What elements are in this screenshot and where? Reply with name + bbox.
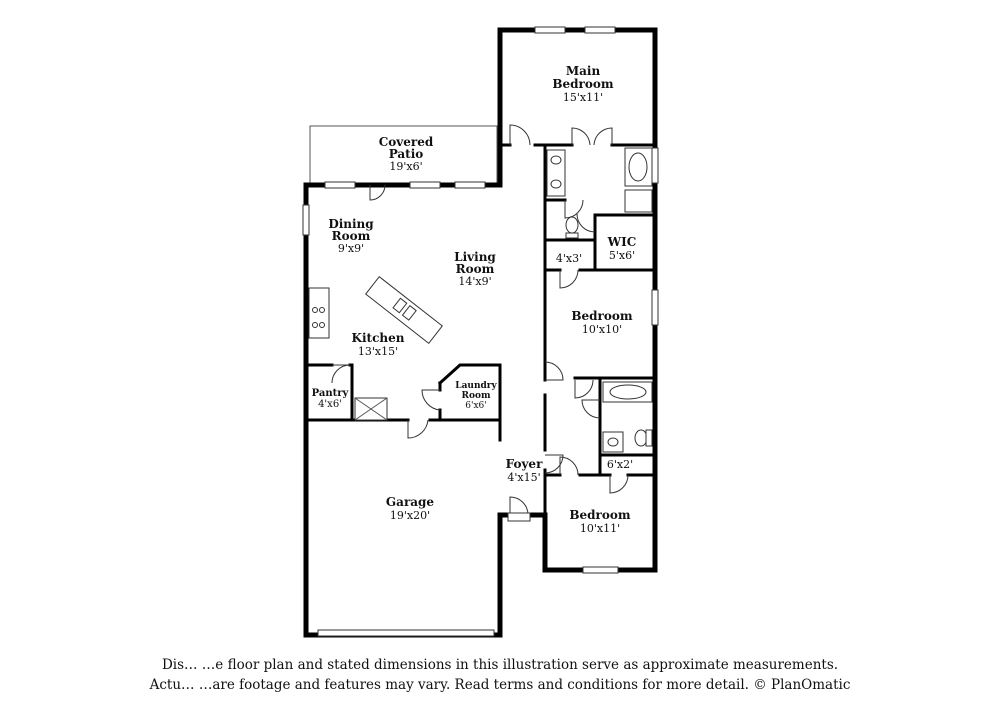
garage-name: Garage <box>386 495 435 509</box>
main-bedroom-name-2: Bedroom <box>552 77 613 91</box>
kitchen-name: Kitchen <box>352 331 405 345</box>
room-label-closet-a: 4'x3' <box>556 252 582 265</box>
living-room-dims: 14'x9' <box>458 275 491 288</box>
room-label-covered-patio: Covered Patio 19'x6' <box>379 135 434 173</box>
dining-room-name-2: Room <box>332 229 371 243</box>
room-label-foyer: Foyer 4'x15' <box>506 457 543 484</box>
main-bedroom-dims: 15'x11' <box>563 91 603 104</box>
covered-patio-outline <box>309 125 498 185</box>
bedroom-2-dims: 10'x10' <box>582 323 622 336</box>
bedroom-2-name: Bedroom <box>571 309 632 323</box>
disclaimer-line-1: Dis… …e floor plan and stated dimensions… <box>161 657 839 673</box>
wic-name: WIC <box>607 235 637 249</box>
covered-patio-name-2: Patio <box>389 147 424 161</box>
fixtures <box>308 147 653 453</box>
garage-dims: 19'x20' <box>390 509 430 522</box>
room-label-pantry: Pantry 4'x6' <box>312 388 350 410</box>
room-label-bedroom-2: Bedroom 10'x10' <box>571 309 632 336</box>
room-label-main-bedroom: Main Bedroom 15'x11' <box>552 64 613 104</box>
foyer-dims: 4'x15' <box>507 471 540 484</box>
disclaimer-line-2: Actu… …are footage and features may vary… <box>149 677 851 693</box>
living-room-name-2: Room <box>456 262 495 276</box>
dining-room-name-1: Dining <box>328 217 374 231</box>
covered-patio-name-1: Covered <box>379 135 434 149</box>
room-label-garage: Garage 19'x20' <box>386 495 435 522</box>
room-label-living-room: Living Room 14'x9' <box>454 250 496 288</box>
wic-dims: 5'x6' <box>609 249 635 262</box>
closet-a-dims: 4'x3' <box>556 252 582 265</box>
room-label-dining-room: Dining Room 9'x9' <box>328 217 374 255</box>
disclaimer: Dis… …e floor plan and stated dimensions… <box>0 655 1000 695</box>
living-room-name-1: Living <box>454 250 496 264</box>
closet-b-dims: 6'x2' <box>607 458 633 471</box>
pantry-dims: 4'x6' <box>318 399 342 410</box>
covered-patio-dims: 19'x6' <box>389 160 422 173</box>
interior-walls <box>304 143 657 517</box>
kitchen-dims: 13'x15' <box>358 345 398 358</box>
bedroom-3-name: Bedroom <box>569 508 630 522</box>
room-label-kitchen: Kitchen 13'x15' <box>352 331 405 358</box>
bedroom-3-dims: 10'x11' <box>580 522 620 535</box>
main-bedroom-name-1: Main <box>566 64 601 78</box>
foyer-name: Foyer <box>506 457 543 471</box>
room-label-bedroom-3: Bedroom 10'x11' <box>569 508 630 535</box>
laundry-room-dims: 6'x6' <box>465 401 486 411</box>
laundry-room-name-1: Laundry <box>455 381 497 391</box>
pantry-name: Pantry <box>312 388 350 399</box>
room-label-laundry-room: Laundry Room 6'x6' <box>455 381 497 411</box>
laundry-room-name-2: Room <box>461 391 490 401</box>
dining-room-dims: 9'x9' <box>338 242 364 255</box>
room-label-closet-b: 6'x2' <box>607 458 633 471</box>
doors <box>331 124 629 522</box>
room-label-wic: WIC 5'x6' <box>607 235 637 262</box>
